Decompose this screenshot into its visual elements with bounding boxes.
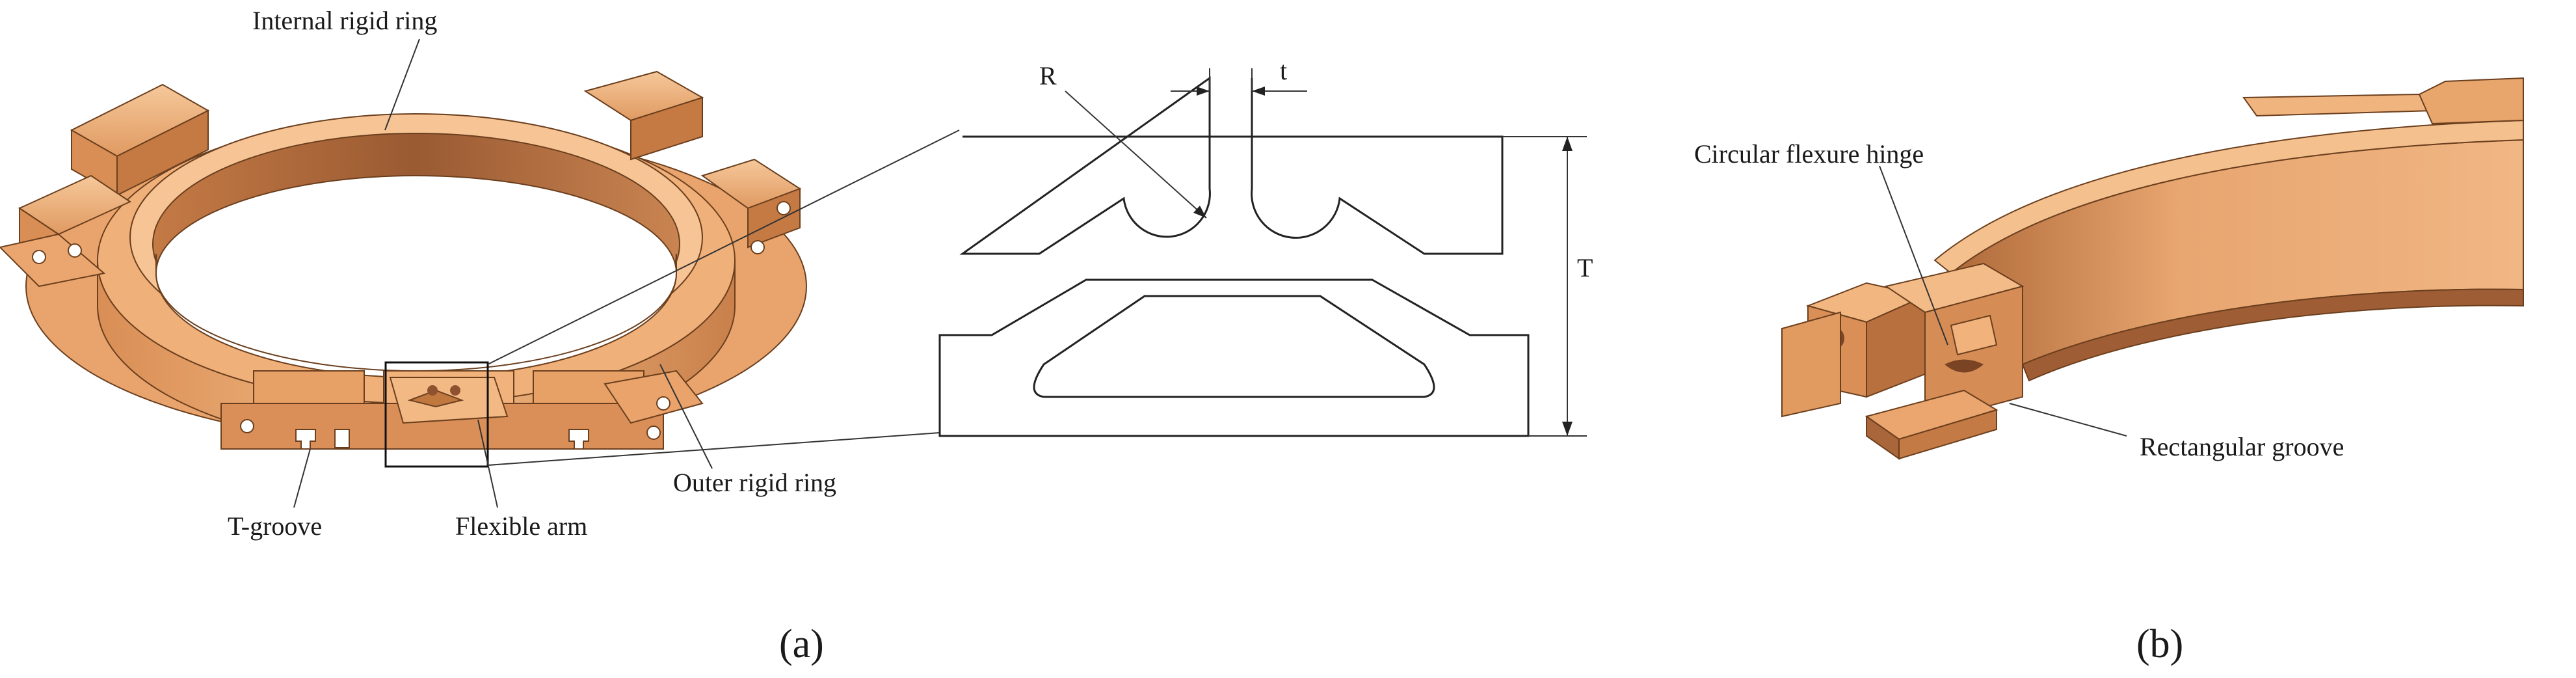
label-flexible-arm: Flexible arm (455, 511, 587, 541)
leader-rectangular-groove (2009, 403, 2127, 437)
flexure-triangle-cutout (1033, 295, 1435, 398)
label-internal-rigid-ring: Internal rigid ring (252, 6, 437, 35)
r-leader (1065, 90, 1207, 219)
subfigure-label-b: (b) (2136, 622, 2183, 666)
arc-bottom-edge (2021, 288, 2524, 382)
callout-box (384, 361, 489, 468)
block-right-front (1924, 285, 2023, 424)
flange-holes (32, 201, 791, 440)
label-circular-flexure-hinge: Circular flexure hinge (1694, 139, 1924, 169)
mounting-blocks (0, 70, 802, 450)
flexure-cross-section: t R T (938, 56, 1593, 437)
flexible-arm-3d (389, 377, 509, 424)
label-rectangular-groove: Rectangular groove (2140, 432, 2344, 461)
callout-line-top (487, 129, 960, 365)
dim-T: T (1577, 253, 1593, 282)
leader-internal-ring (384, 38, 420, 131)
leader-outer-ring (659, 364, 713, 469)
arc-top-surface (1933, 119, 2524, 275)
label-outer-rigid-ring: Outer rigid ring (673, 468, 836, 497)
sectioned-arc-3d (1781, 77, 2524, 460)
leader-flexible-arm (477, 419, 498, 508)
callout-line-bottom (487, 432, 940, 466)
flexure-lower-body (938, 278, 1530, 437)
leader-circular-hinge (1879, 165, 1948, 346)
flexure-outline (959, 76, 1504, 255)
ring-assembly-3d (0, 70, 807, 468)
subfigure-label-a: (a) (779, 622, 824, 666)
dim-R: R (1039, 61, 1057, 90)
t-grooves (295, 429, 589, 450)
leader-t-groove (293, 448, 311, 508)
label-t-groove: T-groove (228, 511, 322, 541)
arc-inner-wall (1950, 139, 2524, 366)
ring-hole (155, 175, 677, 372)
dim-t: t (1280, 56, 1287, 85)
